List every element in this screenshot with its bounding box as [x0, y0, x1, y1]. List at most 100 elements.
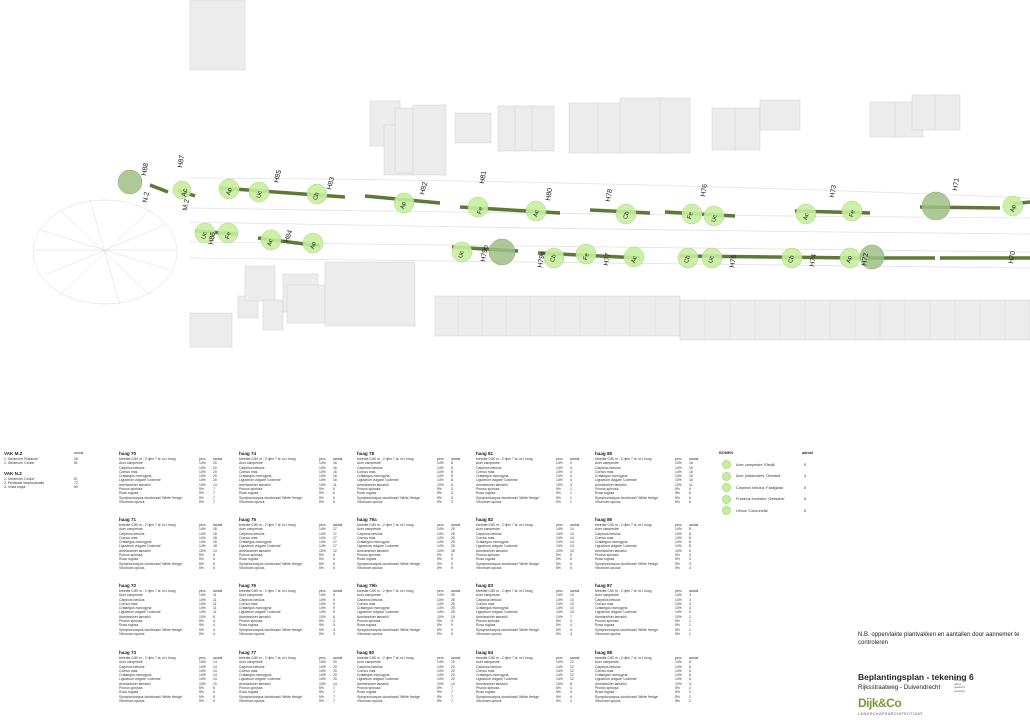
plant-name: Ligustrum vulgare 'Lodense': [357, 544, 400, 549]
plant-name: Amelanchier lamarkii: [357, 681, 389, 686]
plant-percentage: 14%: [199, 535, 206, 540]
tree-code-label: Fe: [687, 211, 695, 220]
plant-count: 9: [451, 627, 453, 632]
plant-count: 20: [333, 668, 337, 673]
plant-percentage: 5%: [319, 686, 324, 691]
plant-name: Rosa rugosa: [119, 491, 139, 496]
plant-count: 9: [451, 623, 453, 628]
hedge-plant-row: Symphoricarpos doorblossii 'White Hedge'…: [595, 562, 703, 566]
plant-count: 8: [570, 681, 572, 686]
plant-name: Carpinus betulus: [239, 465, 265, 470]
plant-count: 14: [570, 544, 574, 549]
plant-percentage: 10%: [675, 614, 682, 619]
plant-name: Viburnum opulus: [357, 565, 383, 570]
plant-percentage: 5%: [199, 565, 204, 570]
plant-name: Cornus mas: [476, 535, 495, 540]
tree-code-label: Cb: [684, 254, 692, 264]
plant-name: Cornus mas: [476, 469, 495, 474]
plant-name: Viburnum opulus: [119, 631, 145, 636]
title-field-label: datum: [954, 682, 962, 686]
plant-count: 10: [570, 601, 574, 606]
plant-percentage: 5%: [437, 561, 442, 566]
plant-count: 16: [689, 478, 693, 483]
tree-code-label: Uc: [708, 255, 716, 264]
plant-percentage: 14%: [319, 593, 326, 598]
plant-name: Viburnum opulus: [476, 698, 502, 703]
plant-percentage: 14%: [437, 469, 444, 474]
plant-name: Amelanchier lamarkii: [595, 482, 627, 487]
plant-count: 17: [333, 544, 337, 549]
trees: [172, 178, 1024, 269]
hedge-table-title: haag 87: [595, 583, 613, 588]
plant-count: 6: [689, 548, 691, 553]
plant-name: Crataegus monogyna: [476, 673, 509, 678]
plant-count: 2: [689, 614, 691, 619]
perc-label: perc.: [675, 656, 683, 660]
plant-count: 8: [689, 535, 691, 540]
hedge-table-title: haag 82: [476, 517, 494, 522]
plant-name: Prunus spinosa: [119, 619, 143, 624]
tree-legend-row: Acer campestre 'Elsrijk'5: [719, 459, 813, 471]
plant-name: Prunus spinosa: [476, 487, 500, 492]
plant-count: 20: [213, 478, 217, 483]
hedge-plant-row: Symphoricarpos doorblossii 'White Hedge'…: [476, 628, 584, 632]
plant-name: Symphoricarpos doorblossii 'White Hedge': [595, 627, 659, 632]
plant-count: 3: [689, 606, 691, 611]
plant-count: 8: [451, 461, 453, 466]
roundabout: [32, 199, 178, 306]
plant-name: Crataegus monogyna: [119, 474, 152, 479]
hedge-table-title: haag 88: [595, 650, 613, 655]
plant-percentage: 5%: [437, 491, 442, 496]
plant-percentage: 5%: [675, 553, 680, 558]
vak-plant-name: 3. Vinca major: [4, 485, 26, 490]
plant-name: Prunus spinosa: [357, 487, 381, 492]
plant-percentage: 14%: [556, 540, 563, 545]
plant-percentage: 5%: [556, 619, 561, 624]
plant-count: 25: [451, 540, 455, 545]
plant-name: Crataegus monogyna: [239, 673, 272, 678]
plant-count: 25: [451, 606, 455, 611]
hedge-plant-row: Ligustrum vulgare 'Lodense'14%6: [595, 677, 703, 681]
hedge-label-h87: H87: [177, 154, 186, 168]
plant-count: 7: [451, 694, 453, 699]
plant-count: 16: [333, 465, 337, 470]
plant-count: 25: [451, 527, 455, 532]
plant-count: 25: [451, 601, 455, 606]
plant-count: 5: [570, 553, 572, 558]
plant-percentage: 5%: [556, 553, 561, 558]
plant-percentage: 14%: [319, 461, 326, 466]
hedge-spec: breedte 0.80 m - 2 rijen 7 st. m1 hoog: [595, 589, 652, 593]
hedge-plant-row: Symphoricarpos doorblossii 'White Hedge'…: [357, 695, 465, 699]
tree-code-label: Cb: [550, 253, 558, 263]
plant-count: 16: [689, 461, 693, 466]
plant-name: Crataegus monogyna: [357, 673, 390, 678]
plant-percentage: 14%: [556, 469, 563, 474]
plant-count: 6: [689, 495, 691, 500]
perc-label: perc.: [319, 457, 327, 461]
plant-count: 6: [689, 673, 691, 678]
hedge-plant-row: Ligustrum vulgare 'Lodense'14%14: [476, 544, 584, 548]
plant-count: 10: [570, 593, 574, 598]
plant-percentage: 14%: [675, 593, 682, 598]
